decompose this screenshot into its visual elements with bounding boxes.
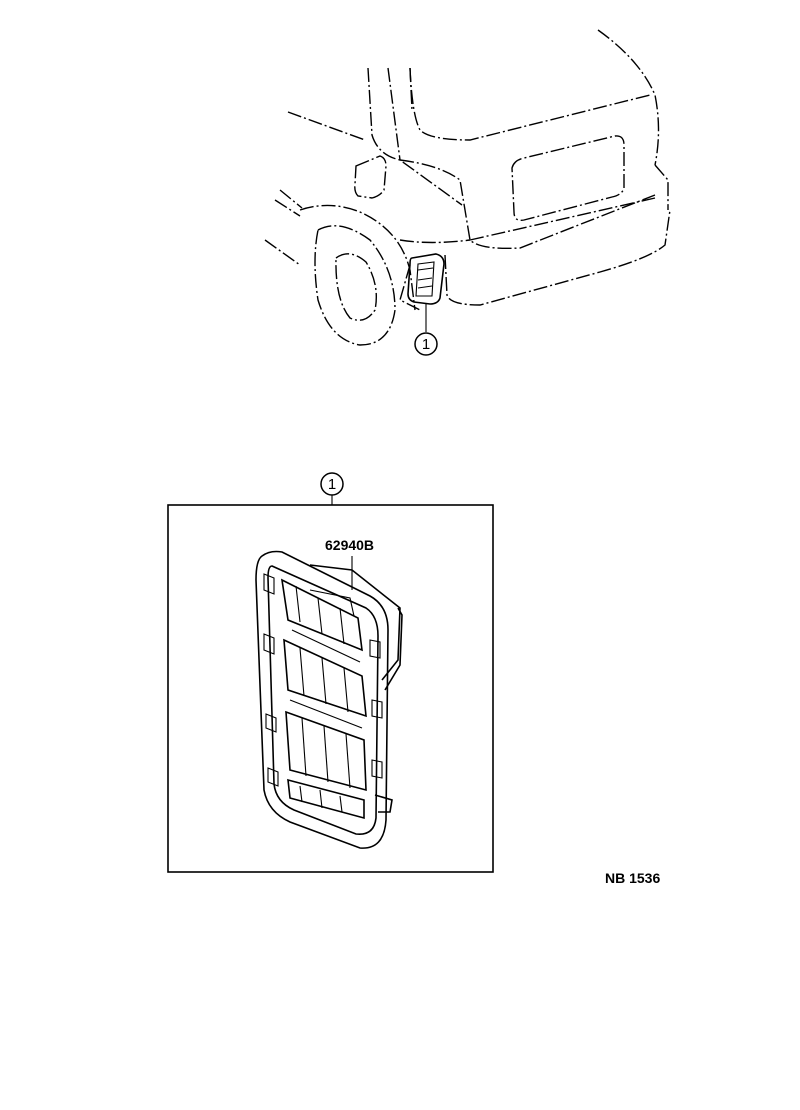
callout-1-detail: 1 (320, 472, 344, 505)
part-detail-frame (167, 504, 494, 873)
callout-1-detail-label: 1 (328, 476, 336, 493)
part-number-label: 62940B (325, 537, 374, 553)
callout-1-top: 1 (414, 332, 438, 356)
diagram-reference-code: NB 1536 (605, 870, 660, 886)
car-rear-illustration (264, 29, 671, 346)
part-62940b-illustration (255, 550, 403, 849)
callout-1-top-label: 1 (422, 336, 430, 353)
